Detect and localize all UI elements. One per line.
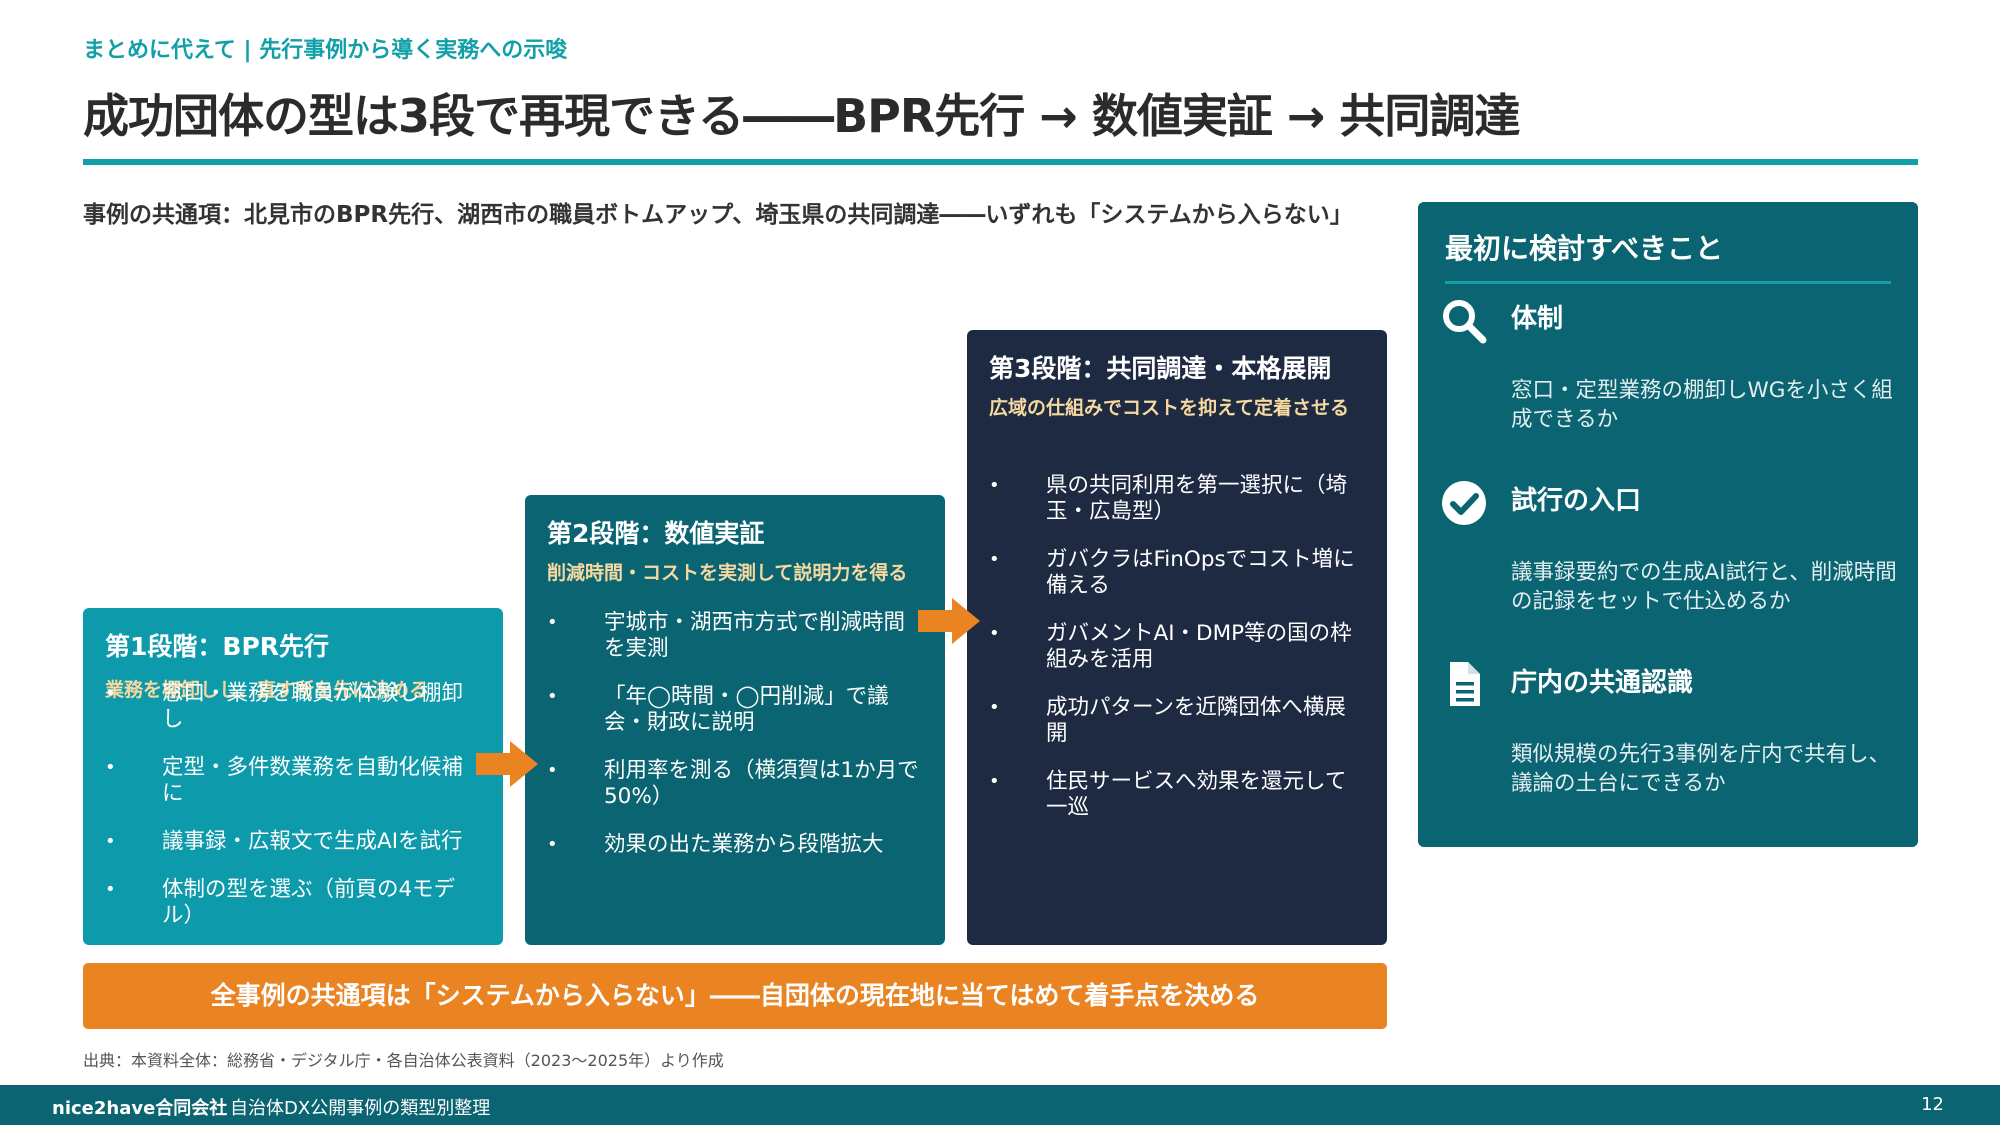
list-item: • 定型・多件数業務を自動化候補に [105,755,481,807]
stage-1-tagline: 業務を棚卸しし、直す所を先に決める [105,679,429,701]
arrow-right-icon [476,741,538,787]
breadcrumb: まとめに代えて | 先行事例から導く実務への示唆 [83,38,568,63]
bullet-dot: • [547,686,558,707]
stage-2-title: 第2段階：数値実証 [547,519,765,548]
stage-2-bullet: 利用率を測る（横須賀は1か月で50%） [604,758,919,809]
panel-title: 最初に検討すべきこと [1445,232,1724,265]
stage-1-title: 第1段階：BPR先行 [105,632,330,661]
stage-3-bullet: 住民サービスへ効果を還元して一巡 [1046,769,1347,820]
bullet-dot: • [989,771,1000,792]
list-item: • 宇城市・湖西市方式で削減時間を実測 [547,610,923,662]
stage-3-bullet: 成功パターンを近隣団体へ横展開 [1046,695,1346,746]
list-item: • ガバクラはFinOpsでコスト増に備える [989,547,1365,599]
stage-3-list: • 県の共同利用を第一選択に（埼玉・広島型） • ガバクラはFinOpsでコスト増に… [989,473,1365,821]
list-item: • 成功パターンを近隣団体へ横展開 [989,695,1365,747]
stage-1-bullet: 議事録・広報文で生成AIを試行 [162,829,463,854]
bullet-dot: • [105,831,116,852]
stage-3-card: 第3段階：共同調達・本格展開 広域の仕組みでコストを抑えて定着させる • 県の共同… [967,330,1387,945]
bullet-dot: • [989,549,1000,570]
bullet-dot: • [989,697,1000,718]
bullet-dot: • [547,612,558,633]
panel-item-title: 試行の入口 [1511,486,1642,516]
panel-item-text: 議事録要約での生成AI試行と、削減時間の記録をセットで仕込めるか [1511,560,1897,614]
page-title: 成功団体の型は3段で再現できる――BPR先行 → 数値実証 → 共同調達 [83,89,1520,143]
bullet-dot: • [105,879,116,900]
bullet-dot: • [989,475,1000,496]
search-icon [1443,300,1487,344]
stage-3-bullet: ガバメントAI・DMP等の国の枠組みを活用 [1046,621,1352,672]
panel-item-title: 庁内の共通認識 [1511,668,1694,698]
stage-1-card: 第1段階：BPR先行 業務を棚卸しし、直す所を先に決める • 窓口・業務を職員が体… [83,608,503,945]
stage-3-bullet: ガバクラはFinOpsでコスト増に備える [1046,547,1355,598]
list-item: • 利用率を測る（横須賀は1か月で50%） [547,758,923,810]
list-item: • ガバメントAI・DMP等の国の枠組みを活用 [989,621,1365,673]
stage-2-tagline: 削減時間・コストを実測して説明力を得る [547,562,908,584]
list-item: • 体制の型を選ぶ（前頁の4モデル） [105,877,481,929]
list-item: • 「年◯時間・◯円削減」で議会・財政に説明 [547,684,923,736]
list-item: • 議事録・広報文で生成AIを試行 [105,829,481,855]
footer-company: nice2have合同会社 [52,1098,228,1119]
panel-item-title: 体制 [1511,304,1564,334]
stage-3-bullet: 県の共同利用を第一選択に（埼玉・広島型） [1046,473,1348,524]
stage-2-bullet: 効果の出た業務から段階拡大 [604,832,884,857]
bullet-dot: • [989,623,1000,644]
footer-bar: nice2have合同会社 自治体DX公開事例の類型別整理 12 [0,1085,2000,1125]
stage-2-list: • 宇城市・湖西市方式で削減時間を実測 • 「年◯時間・◯円削減」で議会・財政に説明… [547,610,923,858]
subheading: 事例の共通項：北見市のBPR先行、湖西市の職員ボトムアップ、埼玉県の共同調達――… [83,202,1353,228]
panel-item-text: 窓口・定型業務の棚卸しWGを小さく組成できるか [1511,378,1893,432]
considerations-panel: 最初に検討すべきこと 体制 窓口・定型業務の棚卸しWGを小さく組成できるか 試行… [1418,202,1918,847]
bullet-dot: • [105,683,116,704]
panel-divider [1445,281,1891,284]
bullet-dot: • [547,834,558,855]
list-item: • 住民サービスへ効果を還元して一巡 [989,769,1365,821]
source-note: 出典：本資料全体：総務省・デジタル庁・各自治体公表資料（2023〜2025年）よ… [83,1051,724,1070]
list-item: • 窓口・業務を職員が体験し棚卸し [105,681,481,733]
bullet-dot: • [547,760,558,781]
arrow-right-icon [918,598,980,644]
stage-1-bullet: 窓口・業務を職員が体験し棚卸し [162,681,464,732]
stage-1-bullet: 体制の型を選ぶ（前頁の4モデル） [162,877,456,928]
title-divider [83,159,1918,165]
stage-1-bullet: 定型・多件数業務を自動化候補に [162,755,464,806]
list-item: • 県の共同利用を第一選択に（埼玉・広島型） [989,473,1365,525]
summary-banner: 全事例の共通項は「システムから入らない」――自団体の現在地に当てはめて着手点を決… [83,963,1387,1029]
stage-1-list: • 窓口・業務を職員が体験し棚卸し • 定型・多件数業務を自動化候補に • 議事録・広… [105,681,481,929]
stage-2-bullet: 「年◯時間・◯円削減」で議会・財政に説明 [604,684,889,735]
stage-2-card: 第2段階：数値実証 削減時間・コストを実測して説明力を得る • 宇城市・湖西市方式… [525,495,945,945]
stage-3-tagline: 広域の仕組みでコストを抑えて定着させる [989,397,1350,419]
document-icon [1450,662,1480,706]
panel-item-text: 類似規模の先行3事例を庁内で共有し、議論の土台にできるか [1511,742,1891,796]
stage-2-bullet: 宇城市・湖西市方式で削減時間を実測 [604,610,906,661]
footer-doc-title: 自治体DX公開事例の類型別整理 [230,1098,491,1119]
stage-3-title: 第3段階：共同調達・本格展開 [989,354,1332,383]
check-circle-icon [1442,481,1486,525]
list-item: • 効果の出た業務から段階拡大 [547,832,923,858]
page-number: 12 [1921,1094,1944,1115]
bullet-dot: • [105,757,116,778]
